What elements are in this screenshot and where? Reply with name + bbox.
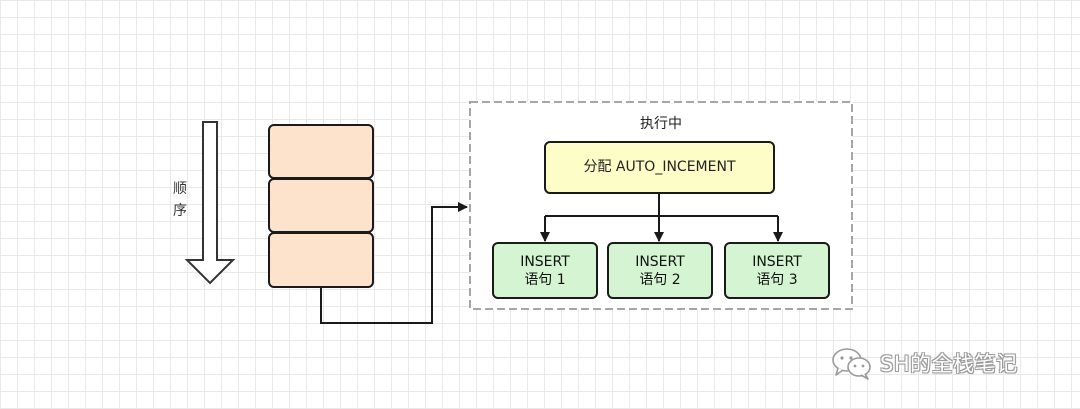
watermark: SH的全栈笔记 bbox=[830, 346, 1018, 380]
watermark-text: SH的全栈笔记 bbox=[880, 352, 1018, 376]
order-label-char-1: 顺 bbox=[173, 181, 187, 197]
insert-box-3 bbox=[724, 242, 830, 299]
insert-statement-2-keyword: INSERT bbox=[635, 253, 685, 270]
insert-statement-2: INSERT 语句 2 bbox=[608, 243, 712, 298]
order-down-arrow bbox=[184, 121, 236, 285]
insert-statement-3-keyword: INSERT bbox=[752, 253, 802, 270]
queue-to-executor-connector bbox=[320, 202, 468, 324]
insert-statement-1: INSERT 语句 1 bbox=[493, 243, 597, 298]
queue-block-3 bbox=[268, 232, 374, 288]
insert-statement-3: INSERT 语句 3 bbox=[725, 243, 829, 298]
wechat-icon bbox=[832, 348, 871, 380]
insert-box-2 bbox=[607, 242, 713, 299]
queue-block-1 bbox=[268, 124, 374, 179]
insert-statement-1-label: 语句 1 bbox=[524, 271, 566, 288]
allocate-label: 分配 AUTO_INCEMENT bbox=[583, 159, 736, 175]
container-title: 执行中 bbox=[640, 116, 682, 132]
insert-statement-1-keyword: INSERT bbox=[520, 253, 570, 270]
insert-statement-2-label: 语句 2 bbox=[639, 271, 681, 288]
order-label-char-2: 序 bbox=[173, 203, 187, 219]
insert-statement-3-label: 语句 3 bbox=[756, 271, 798, 288]
insert-box-1 bbox=[492, 242, 598, 299]
queue-block-2 bbox=[268, 178, 374, 233]
